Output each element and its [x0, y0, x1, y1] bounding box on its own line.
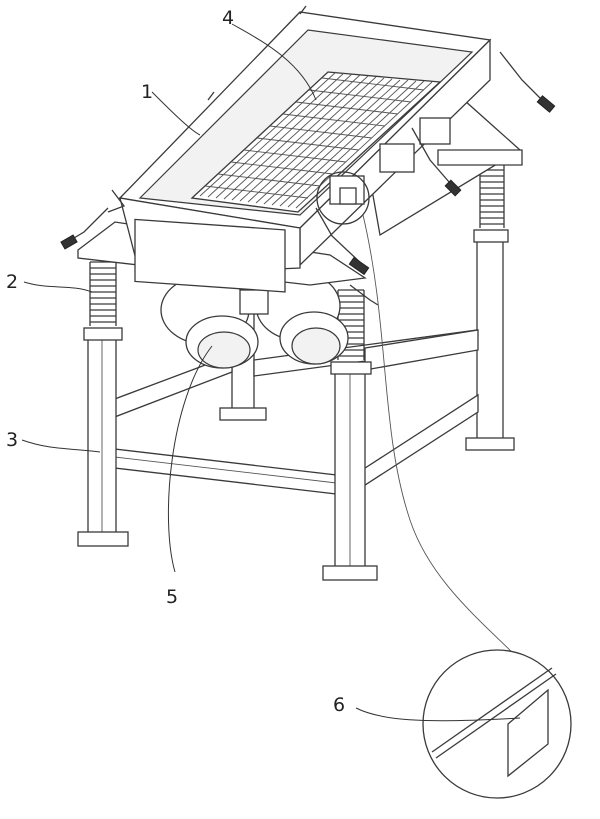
- foot-front-left: [77, 531, 129, 547]
- clamps: [60, 5, 556, 306]
- clamp-icon: [60, 189, 126, 250]
- vibration-motor-icon: [160, 275, 259, 369]
- leader-6: [355, 707, 521, 722]
- leader-1: [151, 91, 201, 136]
- spring-icon: [83, 261, 123, 341]
- label-2: 2: [6, 271, 18, 293]
- foot-back-left: [219, 407, 267, 421]
- clamp-back-right: [499, 51, 556, 113]
- detail-circle: [422, 649, 572, 799]
- support-frame: [77, 239, 515, 581]
- detail-source-circle: [316, 171, 370, 225]
- side-panel-c: [419, 117, 451, 145]
- label-3: 3: [6, 429, 18, 451]
- sensor-plate-icon: [507, 688, 549, 778]
- sensor-square: [339, 187, 357, 205]
- screen-mesh-icon: [190, 71, 442, 213]
- clamp-middle-right: [411, 127, 462, 197]
- side-panel-b: [379, 143, 415, 173]
- leader-4: [231, 23, 317, 101]
- screen-box: [77, 11, 523, 293]
- label-1: 1: [141, 81, 153, 103]
- beam-front: [105, 447, 363, 498]
- label-6: 6: [333, 694, 345, 716]
- motor-mount: [239, 289, 269, 315]
- label-5: 5: [166, 586, 178, 608]
- foot-front-right: [322, 565, 378, 581]
- foot-back-right: [465, 437, 515, 451]
- leg-back-right: [476, 239, 504, 441]
- clamp-top: [207, 5, 307, 101]
- label-4: 4: [222, 7, 234, 29]
- clamp-front-right: [315, 207, 379, 306]
- detail-connector: [362, 214, 521, 661]
- hopper-lip: [437, 149, 523, 166]
- spring-back-right: [473, 163, 509, 243]
- leader-2: [23, 281, 93, 293]
- leader-3: [21, 439, 101, 453]
- box-front-panel: [134, 218, 286, 293]
- leader-5: [167, 345, 213, 573]
- beam-right: [361, 393, 479, 489]
- detail-view: [316, 171, 572, 799]
- leader-lines: [21, 23, 521, 722]
